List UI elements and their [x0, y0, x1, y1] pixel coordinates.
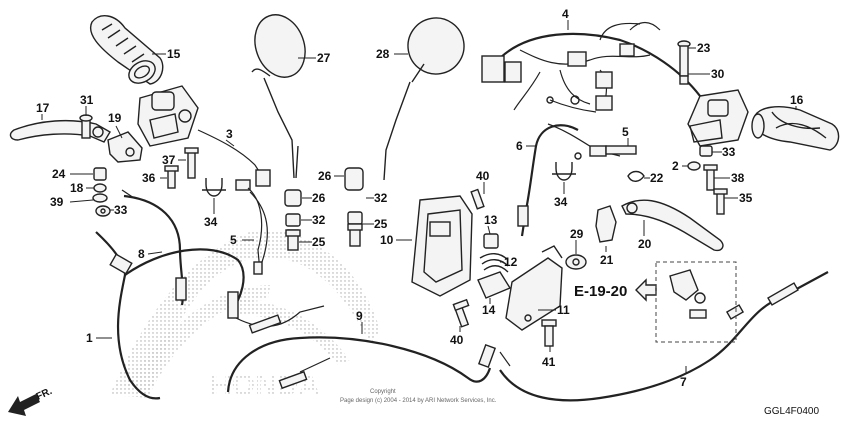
- callout-25-left: 25: [312, 235, 326, 249]
- clutch-bracket: [107, 131, 143, 163]
- callout-40-top: 40: [476, 169, 490, 183]
- callout-5-left: 5: [230, 233, 237, 247]
- wire-harness-4: [481, 21, 701, 111]
- right-switch-housing: [687, 89, 749, 147]
- callout-3: 3: [226, 127, 233, 141]
- left-grip: [89, 15, 164, 85]
- callout-24: 24: [52, 167, 66, 181]
- cable-6: [517, 124, 579, 237]
- callout-15: 15: [167, 47, 181, 61]
- callout-22: 22: [650, 171, 664, 185]
- callout-11: 11: [557, 303, 570, 317]
- control-unit-10: [411, 195, 473, 297]
- diagram-code: GGL4F0400: [764, 406, 819, 417]
- callout-31: 31: [80, 93, 94, 107]
- reference-callout: E-19-20: [574, 261, 737, 343]
- right-grip: [751, 106, 840, 151]
- callout-39: 39: [50, 195, 64, 209]
- front-label: FR.: [35, 386, 54, 403]
- callout-36: 36: [142, 171, 156, 185]
- left-lever: [9, 119, 111, 143]
- callout-34-right: 34: [554, 195, 568, 209]
- clip-22: [627, 170, 645, 182]
- callout-32-right: 32: [374, 191, 388, 205]
- bolts-23-30: [677, 40, 691, 85]
- callout-5-right: 5: [622, 125, 629, 139]
- mirror-28: [383, 17, 465, 181]
- callout-27: 27: [317, 51, 331, 65]
- callout-23: 23: [697, 41, 711, 55]
- callout-8: 8: [138, 247, 145, 261]
- switch-wire-3: [197, 129, 271, 187]
- callout-29: 29: [570, 227, 584, 241]
- left-switch-housing: [137, 85, 199, 147]
- callout-40-bottom: 40: [450, 333, 464, 347]
- callout-17: 17: [36, 101, 50, 115]
- callout-38: 38: [731, 171, 745, 185]
- copyright-line1: Copyright: [370, 389, 396, 395]
- callout-34-left: 34: [204, 215, 218, 229]
- callout-33-right: 33: [722, 145, 736, 159]
- callout-41: 41: [542, 355, 556, 369]
- cable-1: [95, 231, 325, 400]
- switch-5-left: [235, 179, 268, 275]
- plate-11: [505, 245, 563, 331]
- clip-34-left: [202, 178, 226, 197]
- mirror-fasteners-right: [344, 167, 364, 247]
- callout-20: 20: [638, 237, 652, 251]
- wire-lead: [546, 96, 597, 113]
- mirror-27: [251, 14, 306, 179]
- cable-7: [499, 271, 829, 402]
- callout-26-left: 26: [312, 191, 326, 205]
- right-lever: [621, 199, 724, 252]
- mirror-fasteners-left: [284, 189, 302, 251]
- callout-16: 16: [790, 93, 804, 107]
- pivot-bolt-31: [79, 114, 93, 139]
- small-parts-left: [92, 167, 111, 217]
- callout-37: 37: [162, 153, 176, 167]
- bracket-21: [595, 205, 617, 243]
- callout-4: 4: [562, 7, 569, 21]
- reference-box: [655, 261, 737, 343]
- callout-32-left: 32: [312, 213, 326, 227]
- callout-18: 18: [70, 181, 84, 195]
- callout-7: 7: [680, 375, 687, 389]
- callout-10: 10: [380, 233, 394, 247]
- callout-26-right: 26: [318, 169, 332, 183]
- cable-8: [121, 189, 187, 306]
- callout-19: 19: [108, 111, 122, 125]
- callout-1: 1: [86, 331, 93, 345]
- callout-28: 28: [376, 47, 390, 61]
- reference-label: E-19-20: [574, 283, 627, 300]
- callout-9: 9: [356, 309, 363, 323]
- callout-35: 35: [739, 191, 753, 205]
- callout-12: 12: [504, 255, 518, 269]
- bolts-40: [452, 188, 485, 328]
- copyright-line2: Page design (c) 2004 - 2014 by ARI Netwo…: [340, 398, 497, 404]
- callout-21: 21: [600, 253, 614, 267]
- bolt-41: [541, 319, 557, 347]
- small-parts-center: [477, 233, 512, 299]
- callout-30: 30: [711, 67, 725, 81]
- callout-2: 2: [672, 159, 679, 173]
- watermark-logo: HONDA: [110, 230, 380, 402]
- callout-6: 6: [516, 139, 523, 153]
- callout-13: 13: [484, 213, 498, 227]
- callout-25-right: 25: [374, 217, 388, 231]
- clip-34-right: [552, 162, 576, 181]
- bolts-36-37: [164, 147, 199, 189]
- callouts: 15 17 31 19 3 37 36 24 18 39 33 34: [36, 7, 804, 389]
- cable-9: [226, 336, 497, 393]
- small-parts-right: [687, 145, 728, 215]
- callout-14: 14: [482, 303, 496, 317]
- clip-29: [565, 254, 587, 270]
- front-arrow: FR.: [8, 386, 54, 416]
- callout-33-left: 33: [114, 203, 128, 217]
